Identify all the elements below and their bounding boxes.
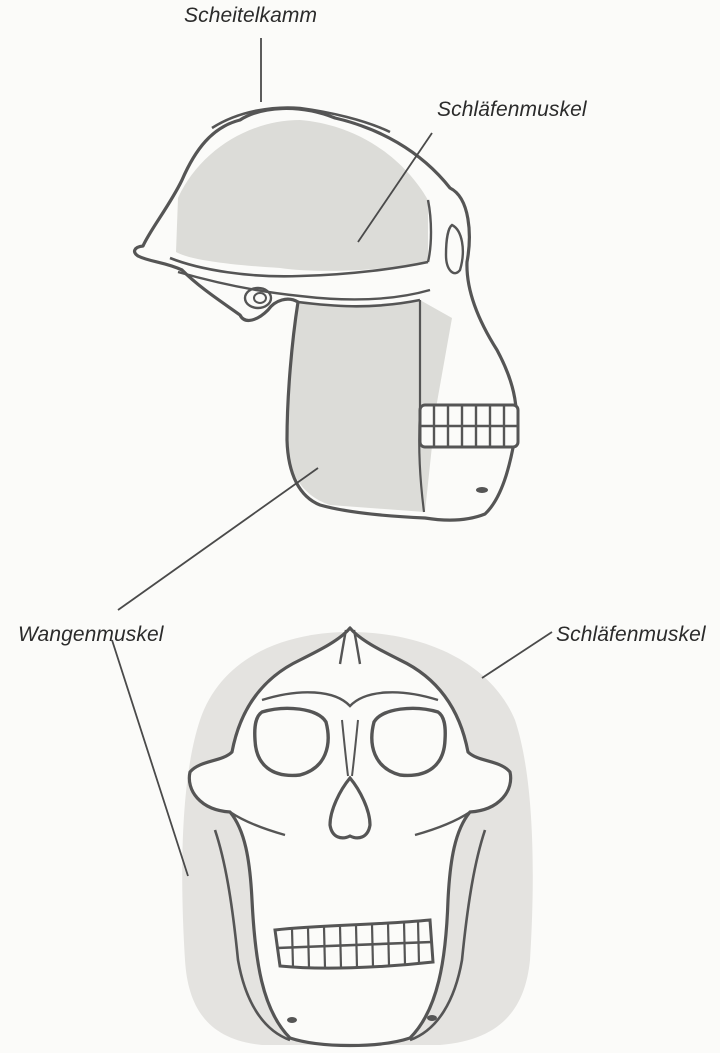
- side-teeth: [420, 405, 518, 447]
- scheitelkamm-label: Scheitelkamm: [184, 4, 317, 28]
- wangenmuskel-label: Wangenmuskel: [18, 623, 164, 647]
- side-orbit: [446, 225, 463, 273]
- right-mental-foramen: [427, 1015, 437, 1021]
- cheek-front-leader-line: [112, 640, 188, 876]
- schlaefenmuskel-front-label: Schläfenmuskel: [556, 623, 706, 647]
- front-view-skull: [182, 628, 533, 1046]
- left-mental-foramen: [287, 1017, 297, 1023]
- schlaefenmuskel-side-label: Schläfenmuskel: [437, 98, 587, 122]
- temporal-front-leader-line: [482, 632, 552, 678]
- front-teeth: [275, 920, 433, 968]
- mental-foramen-side: [476, 487, 488, 493]
- temporal-fossa-rim: [428, 200, 431, 262]
- ear-inner: [254, 293, 266, 303]
- cheek-side-leader-line: [118, 468, 318, 610]
- side-view-skull: [135, 108, 518, 521]
